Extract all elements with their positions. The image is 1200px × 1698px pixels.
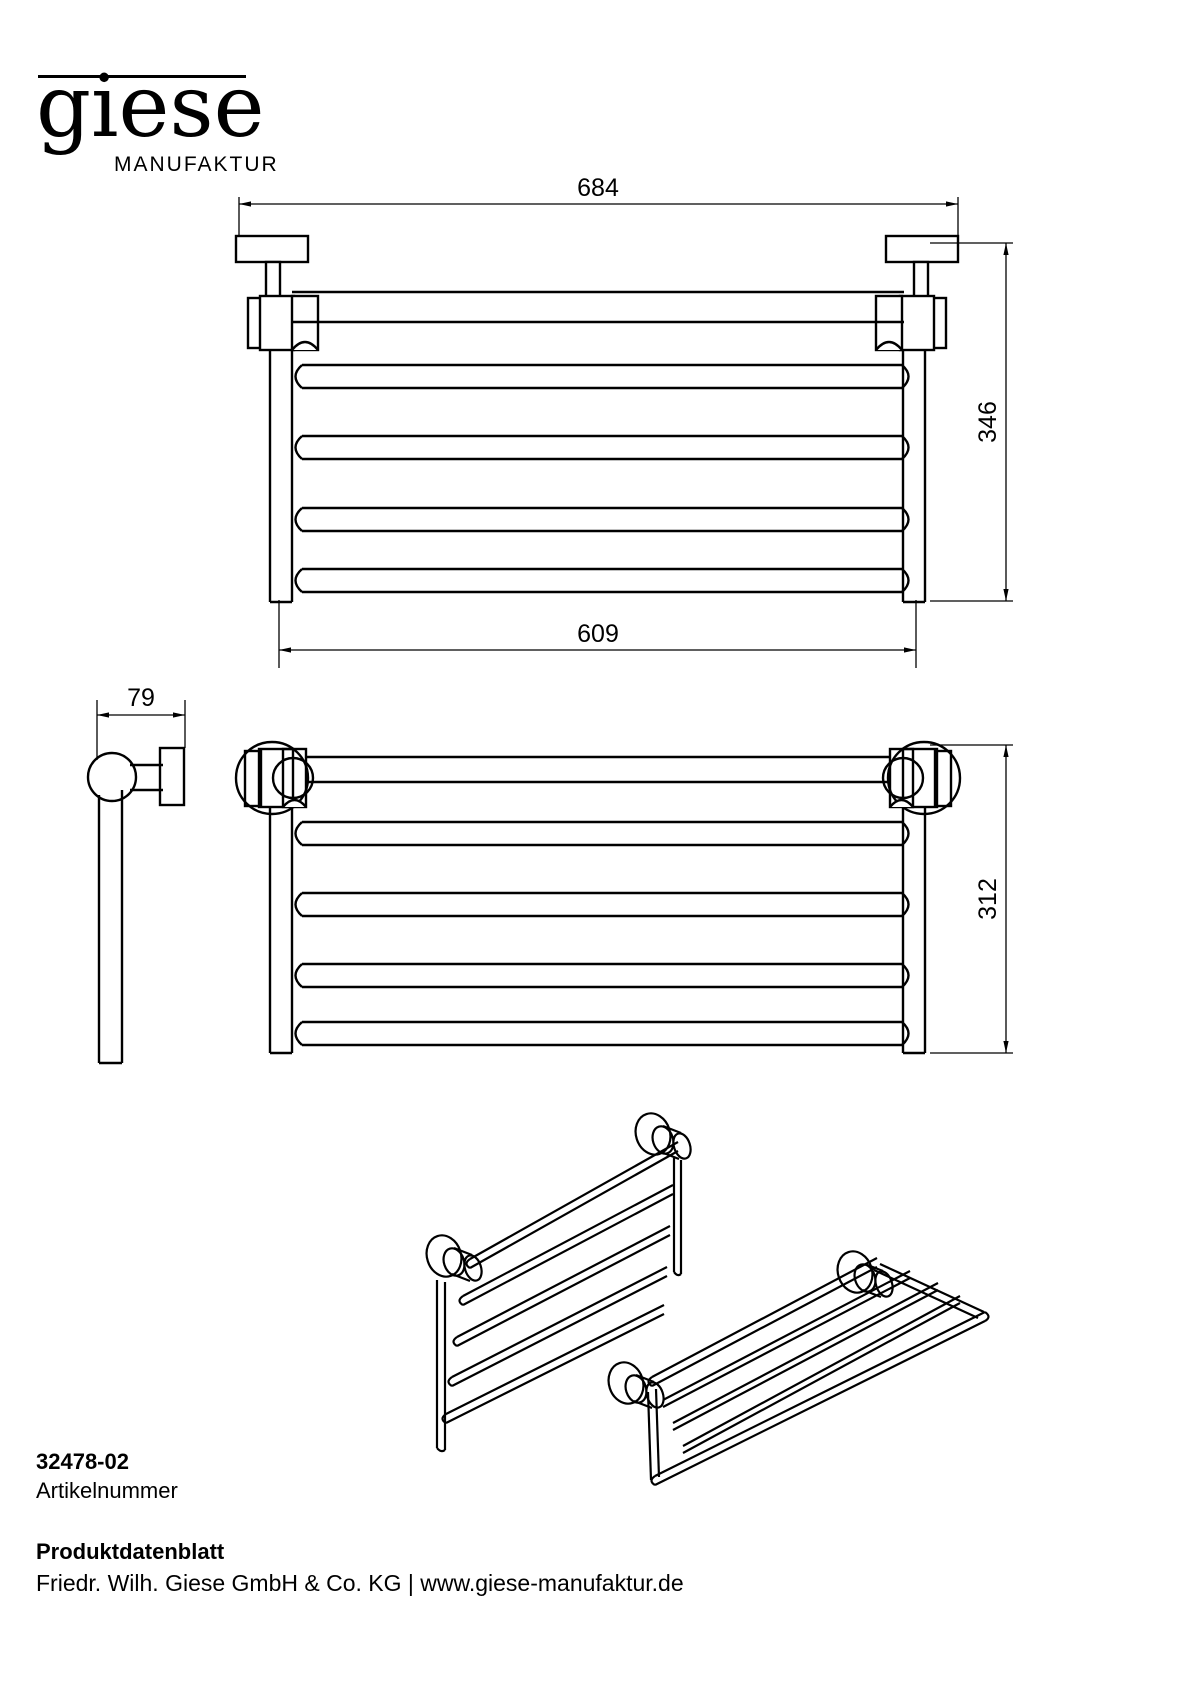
rail-top-2 <box>294 363 910 390</box>
front-view-top: 684 <box>234 174 1013 668</box>
rail-bottom-3 <box>294 891 910 918</box>
brand-tagline: MANUFAKTUR <box>114 153 279 176</box>
rail-bottom-4 <box>294 962 910 989</box>
side-post-left-bottom <box>268 807 294 1055</box>
brand-name: giese <box>36 57 265 157</box>
rail-section-circle <box>86 751 138 803</box>
rail-top-3 <box>294 434 910 461</box>
logo-rule <box>38 75 246 78</box>
dimension-label-609: 609 <box>577 620 619 648</box>
article-number-label: Artikelnummer <box>36 1478 178 1503</box>
perspective-left-rails <box>441 1141 679 1424</box>
perspective-left <box>425 1112 692 1453</box>
side-post-right-top <box>901 350 927 604</box>
bracket-right-bottom <box>881 740 962 816</box>
rail-bottom-1 <box>306 755 890 784</box>
technical-drawing: 684 <box>86 174 1013 1486</box>
rail-bottom-5 <box>294 1020 910 1047</box>
drawing-geometry: 684 <box>86 174 1013 1486</box>
dimension-label-346: 346 <box>974 401 1002 443</box>
dimension-79: 79 <box>96 684 186 760</box>
perspective-right-slats <box>662 1270 961 1454</box>
side-post-left-top <box>268 350 294 604</box>
wall-plate-side <box>158 746 186 807</box>
perspective-left-posts <box>435 1158 683 1453</box>
rail-top-4 <box>294 506 910 533</box>
wall-rosette-left <box>234 740 310 816</box>
drawing-canvas: 684 <box>86 174 1013 1486</box>
front-view-bottom: 312 <box>234 740 1013 1055</box>
dimension-label-79: 79 <box>127 684 155 712</box>
bracket-left-bottom <box>234 740 315 816</box>
dimension-label-312: 312 <box>974 878 1002 920</box>
dimension-312: 312 <box>930 744 1013 1054</box>
brand-logo: giese MANUFAKTUR <box>36 48 296 175</box>
company-line: Friedr. Wilh. Giese GmbH & Co. KG | www.… <box>36 1570 684 1596</box>
perspective-left-rosette-near <box>425 1234 483 1283</box>
dimension-684: 684 <box>238 174 959 250</box>
dimension-346: 346 <box>930 242 1013 602</box>
perspective-right-rosette-near <box>607 1361 665 1410</box>
perspective-left-rosette-far <box>634 1112 692 1161</box>
rail-top-1 <box>292 290 904 324</box>
rail-top-5 <box>294 567 910 594</box>
dimension-609: 609 <box>278 600 917 668</box>
rail-bottom-2 <box>294 820 910 847</box>
article-number: 32478-02 <box>36 1449 129 1474</box>
datasheet-title: Produktdatenblatt <box>36 1539 225 1564</box>
perspective-right-frame <box>646 1257 990 1486</box>
side-view: 79 <box>86 684 186 1065</box>
perspective-right <box>607 1250 990 1486</box>
dimension-label-684: 684 <box>577 174 619 202</box>
side-post-right-bottom <box>901 807 927 1055</box>
